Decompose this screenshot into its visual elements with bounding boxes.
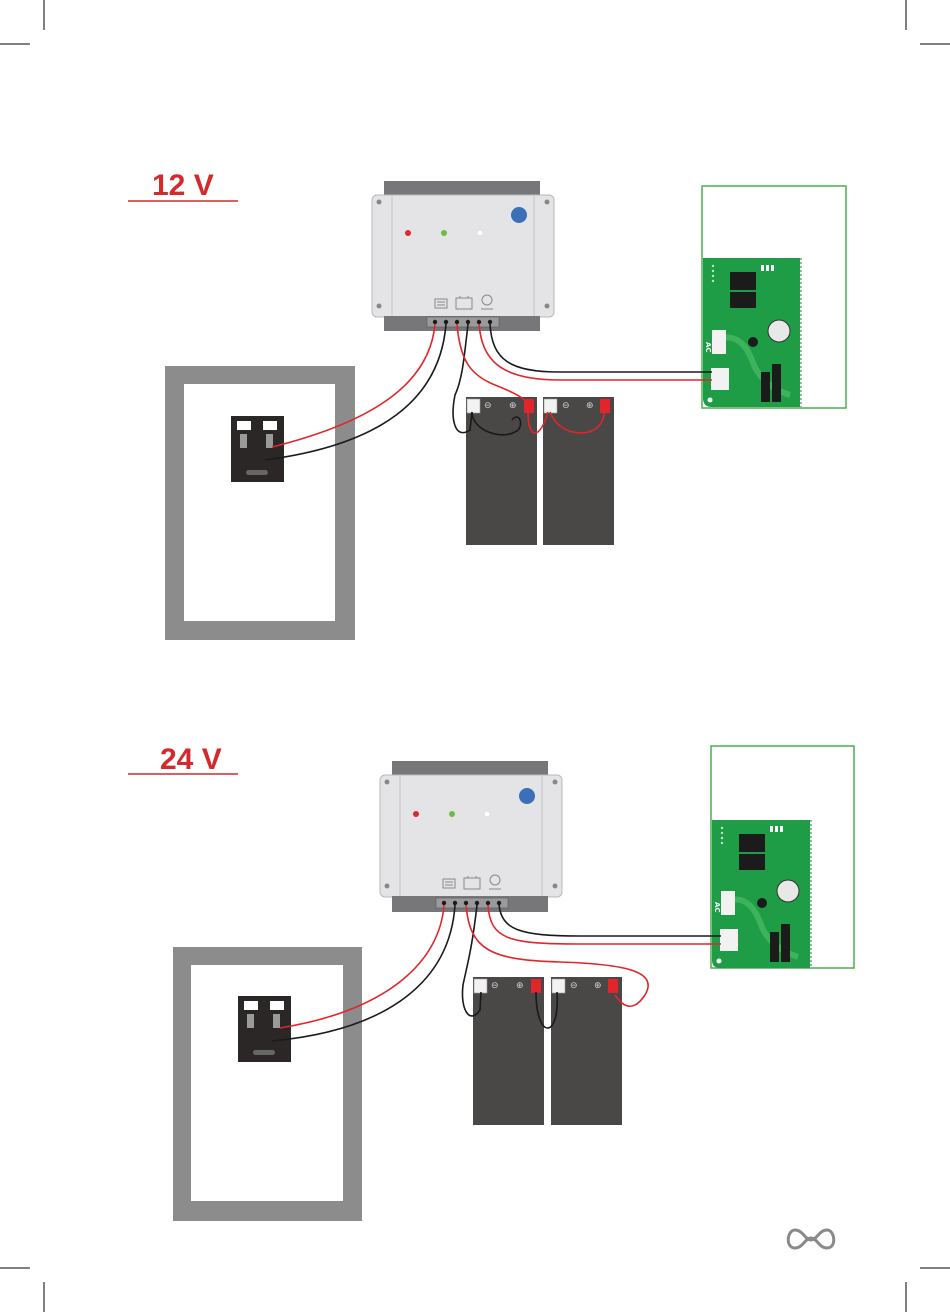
battery-right: ⊖ ⊕ [551, 977, 622, 1125]
charge-controller [372, 181, 554, 331]
device-enclosure: AC [702, 186, 846, 408]
device-enclosure: AC [711, 746, 854, 968]
battery-negative-label: ⊖ [562, 401, 570, 411]
battery-left: ⊖ ⊕ [473, 977, 544, 1125]
status-led-green [449, 811, 455, 817]
battery-positive-label: ⊕ [516, 981, 524, 991]
voltage-label-12v: 12 V [152, 169, 214, 202]
chain-logo-icon [788, 1230, 834, 1248]
controller-button [519, 788, 535, 804]
diagram-12v: 12 V [128, 169, 846, 640]
battery-negative-label: ⊖ [570, 981, 578, 991]
battery-negative-label: ⊖ [484, 401, 492, 411]
battery-left: ⊖ ⊕ [466, 397, 537, 545]
battery-positive-label: ⊕ [509, 401, 517, 411]
diagram-24v: 24 V [128, 743, 854, 1221]
battery-positive-label: ⊕ [586, 401, 594, 411]
circuit-board: AC [712, 820, 811, 968]
junction-box [238, 996, 291, 1062]
charge-controller [380, 761, 562, 912]
pcb-ac-label: AC [704, 342, 712, 353]
solar-panel [173, 947, 362, 1221]
circuit-board: AC [703, 258, 801, 407]
battery-positive-label: ⊕ [594, 981, 602, 991]
pcb-ac-label: AC [713, 902, 721, 913]
status-led-red [405, 230, 411, 236]
status-led-green [441, 230, 447, 236]
junction-box [231, 416, 284, 482]
status-led-white [477, 230, 483, 236]
status-led-red [413, 811, 419, 817]
voltage-label-24v: 24 V [160, 743, 222, 776]
controller-button [511, 207, 527, 223]
status-led-white [484, 811, 490, 817]
solar-panel [165, 366, 355, 640]
battery-negative-label: ⊖ [491, 981, 499, 991]
